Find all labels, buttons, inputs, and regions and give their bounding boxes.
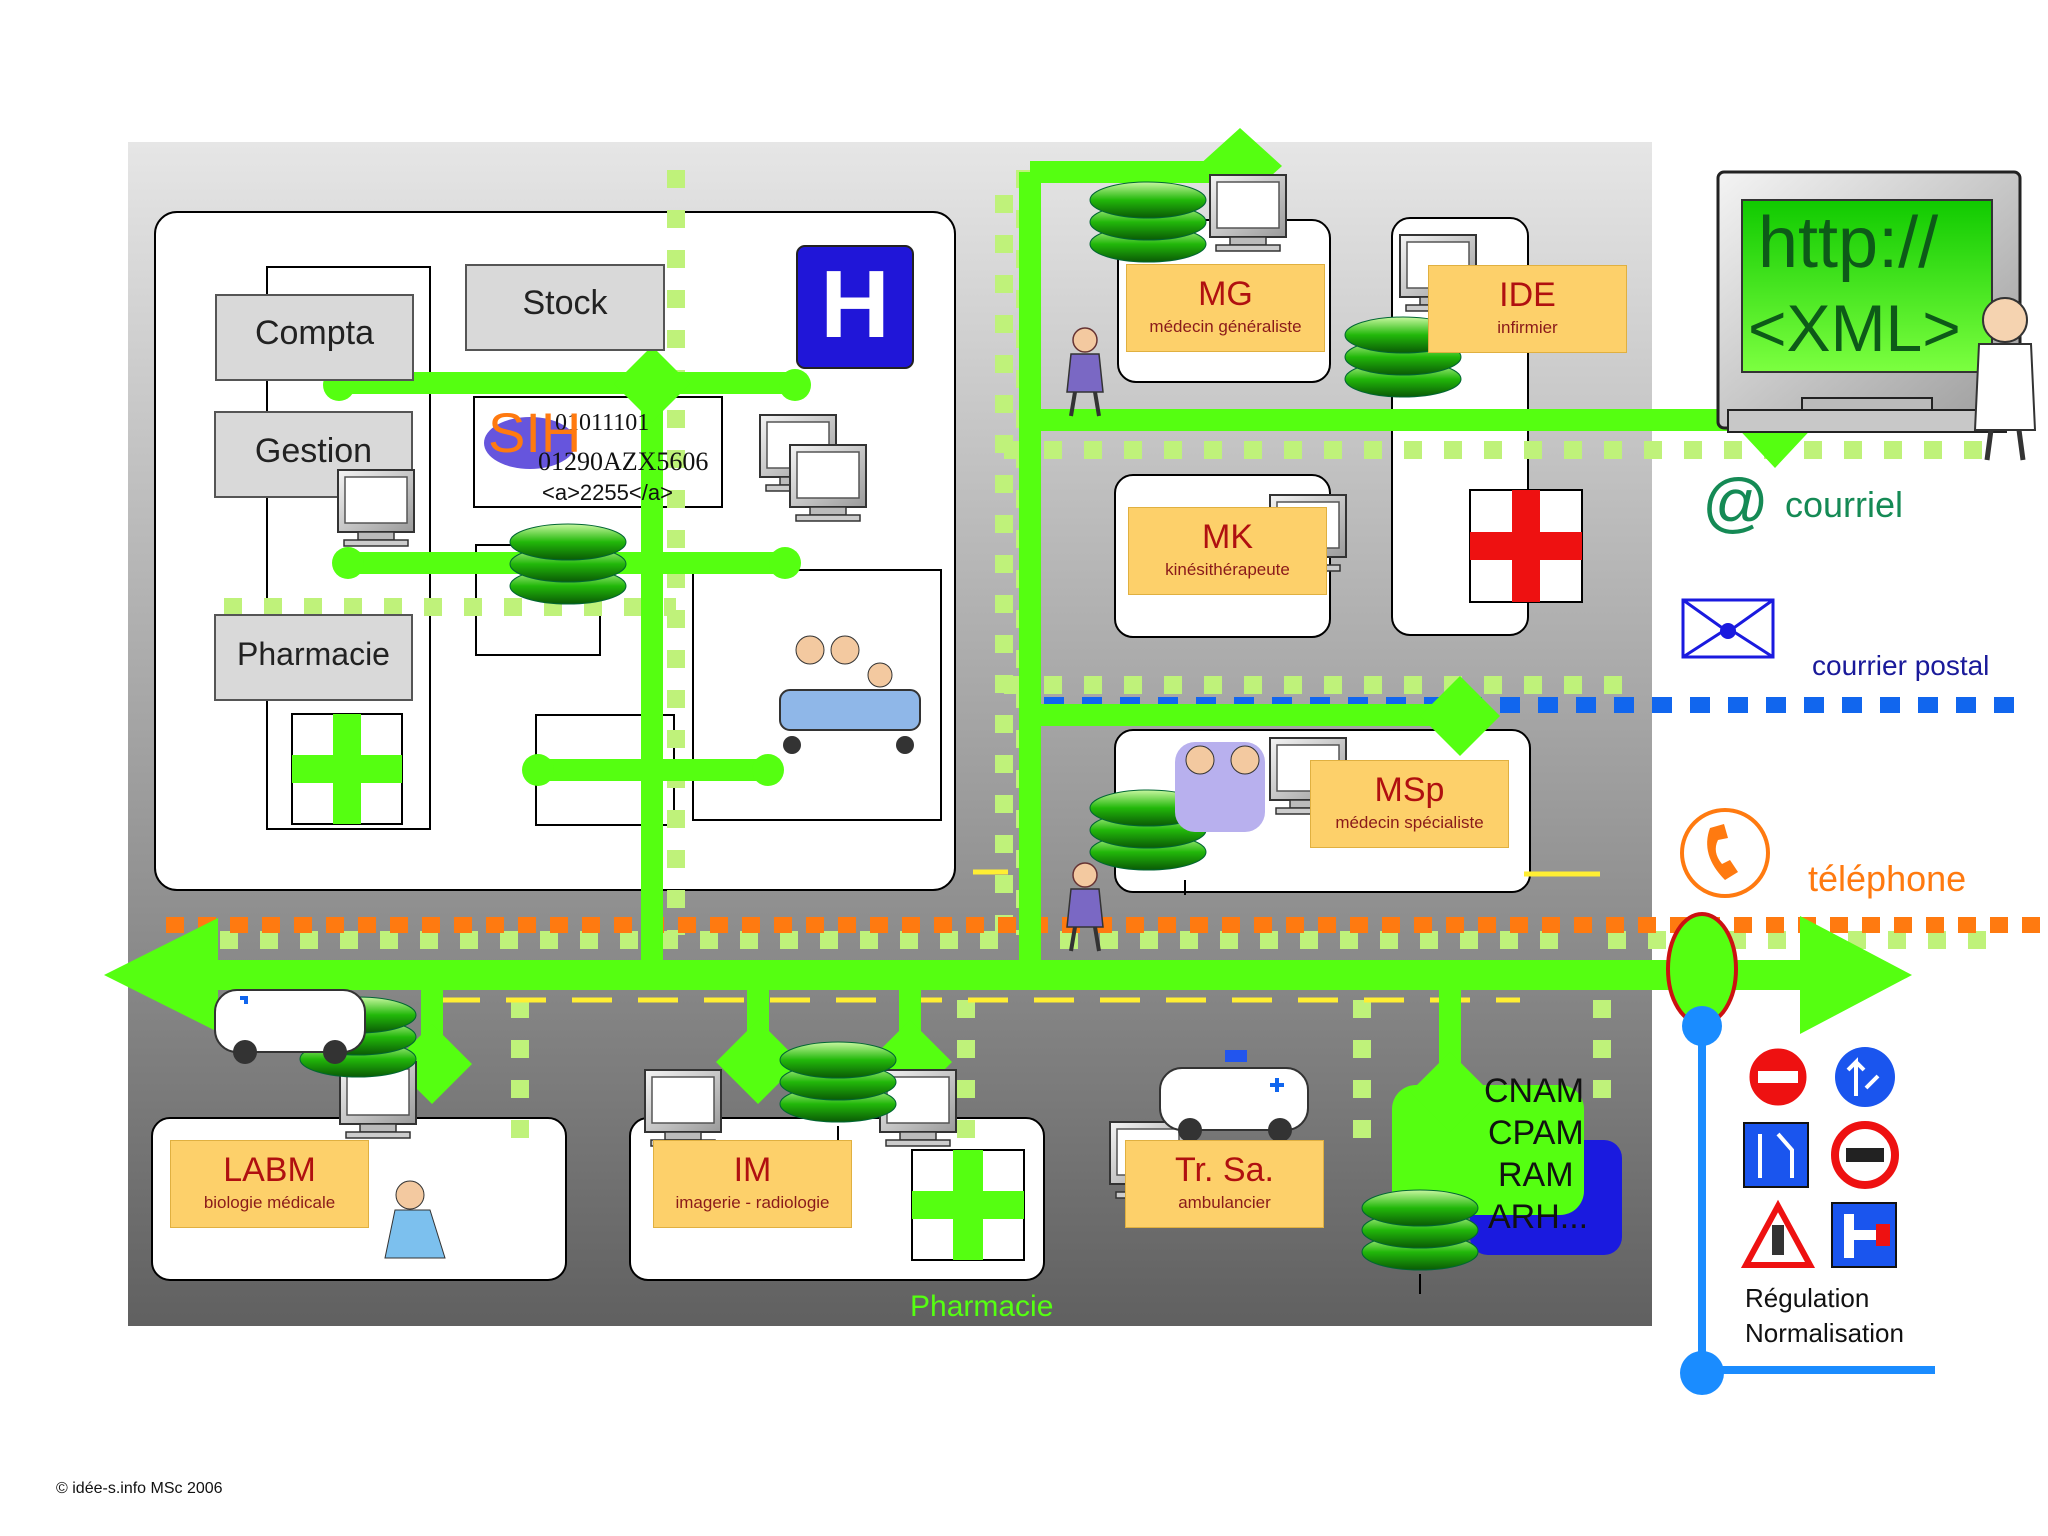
disk-stack-mg (1089, 181, 1207, 263)
mg-label: MG médecin généraliste (1126, 264, 1325, 352)
ide-label: IDE infirmier (1428, 265, 1627, 353)
envelope-icon (1681, 598, 1775, 659)
xml-label: <XML> (1748, 291, 1961, 365)
arh-label: ARH... (1488, 1198, 1589, 1236)
patient-bed-illustration (779, 635, 921, 754)
msp-label: MSp médecin spécialiste (1310, 760, 1509, 848)
mg-subtitle: médecin généraliste (1149, 317, 1302, 336)
compta-label: Compta (254, 314, 375, 352)
labm-title: LABM (223, 1151, 316, 1189)
ide-subtitle: infirmier (1497, 318, 1558, 337)
telephone-label: téléphone (1808, 858, 1967, 899)
pharmacy-cross-hospital (291, 713, 403, 825)
traffic-light-sign-icon (1740, 1199, 1816, 1268)
code-line-3: <a>2255</a> (542, 480, 673, 505)
copyright-label: © idée-s.info MSc 2006 (56, 1480, 223, 1497)
stock-label: Stock (522, 284, 608, 322)
trsa-subtitle: ambulancier (1178, 1193, 1271, 1212)
pharmacie-label: Pharmacie (237, 636, 390, 672)
cnam-label: CNAM (1484, 1072, 1585, 1110)
pharmacy-cross-im (911, 1149, 1025, 1261)
regulation-label: Régulation (1745, 1283, 1870, 1313)
im-title: IM (733, 1151, 772, 1189)
msp-title: MSp (1374, 771, 1445, 809)
compta-column (266, 266, 431, 830)
doctor-illustration (1973, 297, 2037, 461)
pharmacie-box (214, 614, 413, 701)
green-network (200, 161, 1820, 1090)
labm-label: LABM biologie médicale (170, 1140, 369, 1228)
lab-technician-illustration (384, 1180, 446, 1259)
msp-subtitle: médecin spécialiste (1335, 813, 1484, 832)
disk-stack-cnam (1361, 1189, 1479, 1271)
ram-label: RAM (1498, 1156, 1574, 1194)
mk-label: MK kinésithérapeute (1128, 507, 1327, 595)
arrow-right-head (1800, 916, 1912, 1034)
red-cross (1469, 489, 1583, 603)
cpam-label: CPAM (1488, 1114, 1584, 1152)
ambulance-right (1159, 1050, 1309, 1142)
labm-subtitle: biologie médicale (203, 1193, 336, 1212)
http-label: http:// (1758, 203, 1939, 283)
height-limit-sign-icon (1831, 1121, 1899, 1189)
regulation-node-top (1682, 1006, 1722, 1046)
arrow-left-head (104, 918, 218, 1032)
normalisation-label: Normalisation (1745, 1318, 1904, 1348)
ambulance-left (214, 989, 366, 1064)
courriel-label: courriel (1785, 484, 1904, 525)
mg-title: MG (1198, 275, 1253, 313)
h-sign-letter: H (820, 251, 890, 358)
gestion-label: Gestion (254, 432, 373, 470)
trsa-title: Tr. Sa. (1175, 1151, 1274, 1189)
direction-sign-icon (1835, 1047, 1895, 1107)
disk-stack-im (779, 1041, 897, 1123)
phone-icon (1680, 808, 1770, 898)
sih-label: SIH (488, 401, 582, 464)
hospital-h-sign (796, 245, 914, 369)
dead-end-sign-icon (1831, 1202, 1897, 1268)
pharmacie-bottom-label: Pharmacie (910, 1290, 1054, 1323)
mk-subtitle: kinésithérapeute (1165, 560, 1290, 579)
code-line-2: 01290AZX5606 (538, 447, 709, 476)
mk-title: MK (1202, 518, 1253, 556)
sih-oval (484, 417, 576, 469)
regulation-node-bottom (1680, 1351, 1724, 1395)
lane-sign-icon (1743, 1122, 1809, 1188)
im-label: IM imagerie - radiologie (653, 1140, 852, 1228)
doctor-patient-illustration (1175, 742, 1265, 832)
big-computer (1716, 170, 2022, 433)
at-sign-icon: @ (1702, 465, 1769, 539)
yellow-road-lines (440, 869, 1600, 1003)
im-subtitle: imagerie - radiologie (675, 1193, 830, 1212)
code-line-1: 01011101 (555, 410, 650, 436)
disk-stack-hospital (509, 523, 627, 605)
ide-title: IDE (1499, 276, 1556, 314)
compta-box (215, 294, 414, 381)
courrier-postal-label: courrier postal (1812, 650, 1990, 681)
stock-box (465, 264, 665, 351)
trsa-label: Tr. Sa. ambulancier (1125, 1140, 1324, 1228)
no-entry-sign-icon (1746, 1045, 1810, 1109)
